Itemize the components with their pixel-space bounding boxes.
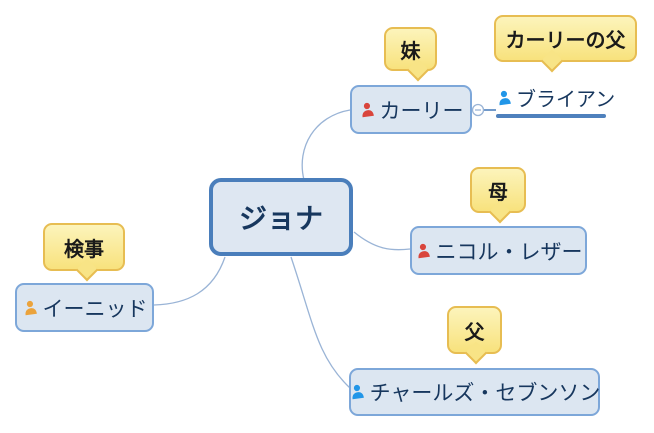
callout-carlys-father-label: カーリーの父 <box>505 30 626 52</box>
topic-jona[interactable]: ジョナ <box>209 178 353 256</box>
topic-brian[interactable]: ブライアン <box>496 83 615 118</box>
callout-sister[interactable]: 妹 <box>384 27 437 71</box>
brian-underline <box>496 114 606 118</box>
person-icon-red <box>361 102 374 117</box>
topic-nicole-lesser[interactable]: ニコル・レザー <box>410 226 587 275</box>
topic-charles-label: チャールズ・セブンソン <box>369 382 601 405</box>
callout-mother-label: 母 <box>488 181 508 204</box>
topic-carly-label: カーリー <box>379 99 464 123</box>
callout-prosecutor-label: 検事 <box>64 238 104 261</box>
person-icon-blue <box>499 90 511 105</box>
topic-carly[interactable]: カーリー <box>350 85 472 134</box>
topic-charles[interactable]: チャールズ・セブンソン <box>349 368 600 416</box>
callout-mother[interactable]: 母 <box>470 167 526 213</box>
person-icon-red <box>417 243 430 258</box>
topic-nicole-lesser-label: ニコル・レザー <box>435 240 583 264</box>
person-icon-blue <box>352 384 364 400</box>
collapse-toggle[interactable] <box>471 103 497 117</box>
callout-father-label: 父 <box>464 321 485 344</box>
topic-brian-label: ブライアン <box>516 89 616 111</box>
topic-enid[interactable]: イーニッド <box>15 283 154 332</box>
topic-jona-label: ジョナ <box>238 203 323 234</box>
callout-father[interactable]: 父 <box>447 306 502 354</box>
callout-sister-label: 妹 <box>400 40 421 63</box>
person-icon-orange <box>24 300 37 315</box>
topic-enid-label: イーニッド <box>42 297 148 321</box>
callout-prosecutor[interactable]: 検事 <box>43 223 125 271</box>
callout-carlys-father[interactable]: カーリーの父 <box>494 15 637 62</box>
